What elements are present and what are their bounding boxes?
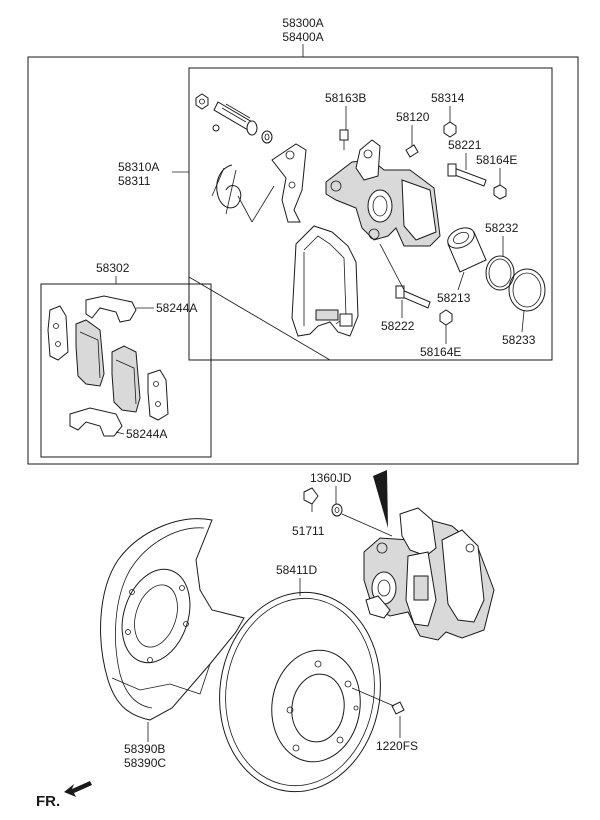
label-1360jd: 1360JD <box>310 471 352 485</box>
label-58400a: 58400A <box>282 30 323 44</box>
label-58164e-top: 58164E <box>476 153 517 167</box>
pad-spring-bottom-icon <box>69 407 123 437</box>
dust-cover-drawing <box>100 518 245 721</box>
installed-caliper-drawing <box>363 507 495 641</box>
label-58244a-bottom: 58244A <box>126 427 167 441</box>
label-58310a: 58310A <box>118 160 159 174</box>
bleeder-icon <box>405 144 419 158</box>
shim-left-icon <box>47 305 69 361</box>
label-58390c: 58390C <box>124 756 166 770</box>
pad-kit-drawing <box>47 295 169 437</box>
label-58311: 58311 <box>118 174 151 188</box>
pointer-arrow-icon <box>373 470 388 528</box>
label-58222: 58222 <box>381 319 415 333</box>
pin-58221-icon <box>451 167 487 187</box>
label-58164e-bottom: 58164E <box>420 345 461 359</box>
label-58411d: 58411D <box>276 563 317 577</box>
label-58233: 58233 <box>502 333 536 347</box>
label-58244a-top: 58244A <box>156 301 197 315</box>
bracket-tab-icon <box>271 143 307 223</box>
label-1220fs: 1220FS <box>376 739 418 753</box>
boot-icon <box>246 120 258 136</box>
caliper-frame <box>188 67 553 361</box>
pad-spring-top-icon <box>85 295 137 323</box>
label-51711: 51711 <box>292 524 325 538</box>
label-58213: 58213 <box>437 291 471 305</box>
cap-top-icon <box>493 184 507 200</box>
label-58221: 58221 <box>448 138 482 152</box>
washer-icon <box>212 124 220 132</box>
label-58163b: 58163B <box>325 91 366 105</box>
nut-58314-icon <box>443 121 457 138</box>
brake-disc-drawing <box>219 591 381 793</box>
bolt-1360jd-icon <box>303 487 319 505</box>
cap-bottom-icon <box>439 309 453 326</box>
label-58314: 58314 <box>431 91 465 105</box>
label-58390b: 58390B <box>124 742 165 756</box>
brake-pad-left-icon <box>75 319 105 387</box>
label-58300a: 58300A <box>282 16 323 30</box>
label-58232: 58232 <box>485 221 519 235</box>
seal-ring-icon <box>485 255 515 291</box>
front-arrow-icon <box>64 781 92 797</box>
washer-51711-icon <box>331 503 343 517</box>
caliper-assembly-drawing <box>195 93 546 337</box>
hex-nut-icon <box>195 93 209 110</box>
front-label: FR. <box>36 793 60 810</box>
pad-kit-frame <box>40 283 212 458</box>
brake-pad-right-icon <box>111 345 141 413</box>
bolt-58163b-icon <box>339 129 349 141</box>
label-58120: 58120 <box>396 110 430 124</box>
label-58302: 58302 <box>96 261 130 275</box>
screw-1220fs-icon <box>391 701 405 715</box>
frame-diagonal <box>188 276 331 361</box>
piston-bore-icon <box>367 189 393 223</box>
spring-clip-icon <box>216 164 242 209</box>
carrier-bracket-icon <box>291 225 359 337</box>
shim-right-icon <box>147 369 169 421</box>
boot-ring-icon <box>508 268 546 312</box>
